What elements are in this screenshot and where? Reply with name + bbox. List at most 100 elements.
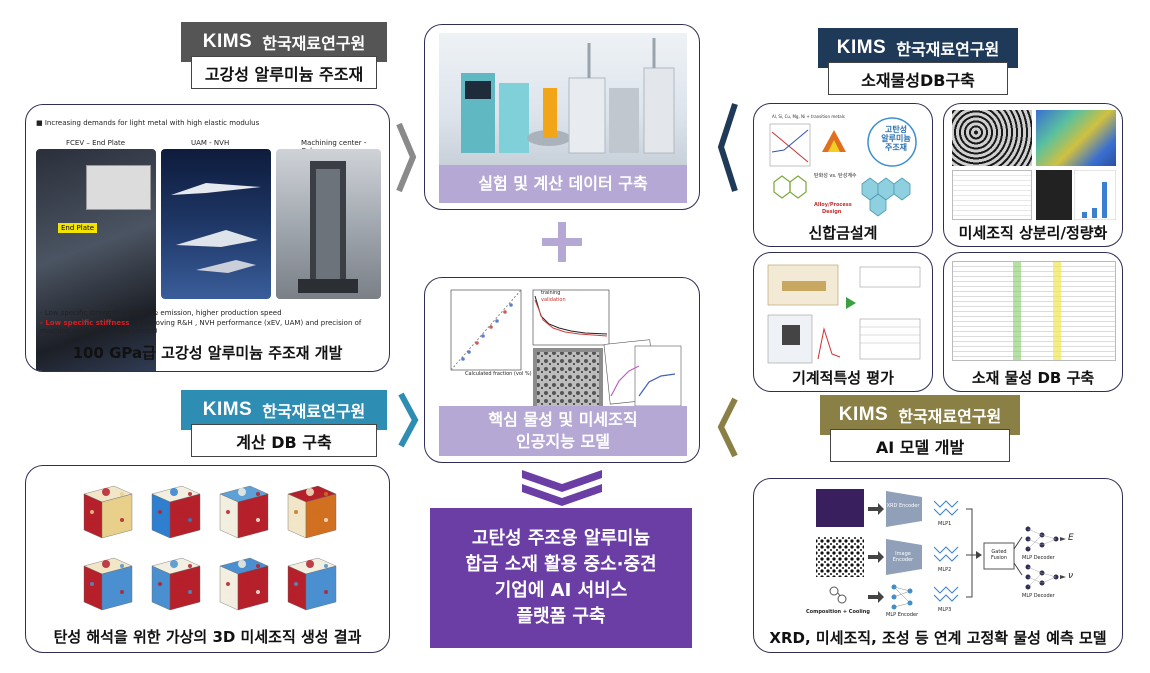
- column-icon: [298, 161, 358, 293]
- mlp1-label: MLP1: [938, 521, 952, 527]
- badge-calc-db: KIMS 한국재료연구원 계산 DB 구축: [181, 390, 387, 457]
- microstructure-cube: [219, 485, 269, 539]
- badge-ai-model: KIMS 한국재료연구원 AI 모델 개발: [820, 395, 1020, 462]
- cube-grid: [76, 480, 346, 620]
- mechanical-test-graphic: [767, 264, 921, 364]
- badge-header: KIMS 한국재료연구원: [820, 395, 1020, 435]
- alloy-design-graphic: [769, 117, 917, 217]
- legend-training: training: [541, 290, 561, 296]
- cell-caption: 기계적특성 평가: [792, 369, 894, 387]
- composition-label: Composition + Cooling: [806, 609, 870, 615]
- badge-header: KIMS 한국재료연구원: [181, 22, 387, 62]
- micrograph-color: [1036, 110, 1116, 166]
- transition-text: Al, Si, Cu, Mg, Ni + transition metals: [772, 114, 845, 119]
- kims-logo: KIMS: [838, 404, 889, 425]
- cell-caption: 신합금설계: [808, 224, 878, 242]
- lab-render-image: [439, 33, 687, 166]
- panel-experiment-lab: 실험 및 계산 데이터 구축: [424, 24, 700, 210]
- panel-alloy-application: ■ Increasing demands for light metal wit…: [25, 104, 390, 372]
- badge-material-db: KIMS 한국재료연구원 소재물성DB구축: [818, 28, 1018, 95]
- kims-logo: KIMS: [202, 31, 253, 52]
- badge-subtitle: AI 모델 개발: [830, 429, 1010, 462]
- org-name: 한국재료연구원: [262, 402, 366, 421]
- badge-header: KIMS 한국재료연구원: [818, 28, 1018, 68]
- legend-validation: validation: [541, 297, 566, 303]
- label-fcev: FCEV – End Plate: [66, 139, 126, 147]
- microstructure-cube: [287, 557, 337, 611]
- mlp-encoder-label: MLP Encoder: [886, 612, 919, 618]
- org-name: 한국재료연구원: [896, 40, 1000, 59]
- cell-material-db: 소재 물성 DB 구축: [943, 252, 1123, 392]
- microstructure-cube: [287, 485, 337, 539]
- image-encoder-label: Image Encoder: [892, 551, 914, 563]
- cell-mechanical-eval: 기계적특성 평가: [753, 252, 933, 392]
- microstructure-cube: [83, 557, 133, 611]
- alloy-tag: 고탄성 알루미늄 주조재: [881, 125, 911, 152]
- final-line1: 고탄성 주조용 알루미늄: [471, 527, 651, 549]
- mlp3-label: MLP3: [938, 607, 952, 613]
- results-plots: [450, 289, 682, 410]
- plus-icon: [542, 222, 582, 262]
- org-name: 한국재료연구원: [898, 407, 1002, 426]
- chevron-left-icon: [717, 103, 738, 192]
- xrd-encoder-label: XRD Encoder: [886, 503, 920, 509]
- caption-line1: 핵심 물성 및 미세조직: [488, 410, 638, 430]
- panel-caption: XRD, 미세조직, 조성 등 연계 고정확 물성 예측 모델: [769, 629, 1107, 647]
- panel-3d-microstructure: 탄성 해석을 위한 가상의 3D 미세조직 생성 결과: [25, 465, 390, 653]
- design-label2: Design: [822, 209, 842, 215]
- data-table: [952, 170, 1032, 220]
- decoder2-label: MLP Decoder: [1022, 593, 1055, 599]
- note-stiffness: - Low specific stiffness → improving R&H…: [40, 319, 362, 335]
- microstructure-cube: [83, 485, 133, 539]
- microstructure-cube: [151, 557, 201, 611]
- center-top-caption: 실험 및 계산 데이터 구축: [439, 165, 687, 203]
- final-line2: 합금 소재 활용 중소·중견: [465, 553, 657, 575]
- org-name: 한국재료연구원: [262, 34, 366, 53]
- micrograph-bw: [952, 110, 1032, 166]
- cell-caption: 미세조직 상분리/정량화: [958, 224, 1108, 242]
- cell-new-alloy-design: Al, Si, Cu, Mg, Ni + transition metals 고…: [753, 103, 933, 247]
- relation-text: 탄화성 vs. 탄성계수: [814, 173, 857, 179]
- chevron-left-icon: [717, 397, 738, 458]
- kims-logo: KIMS: [836, 37, 887, 58]
- design-label1: Alloy/Process: [814, 202, 852, 208]
- badge-subtitle: 소재물성DB구축: [828, 62, 1008, 95]
- final-line4: 플랫폼 구축: [516, 606, 606, 628]
- badge-subtitle: 고강성 알루미늄 주조재: [191, 56, 377, 89]
- note-strength: - Low specific strength → less CO₂ emiss…: [40, 309, 282, 317]
- badge-subtitle: 계산 DB 구축: [191, 424, 377, 457]
- panel-caption: 100 GPa급 고강성 알루미늄 주조재 개발: [72, 344, 343, 362]
- bar-chart-icon: [1074, 170, 1116, 220]
- chevron-right-icon: [398, 392, 419, 448]
- panel-caption: 탄성 해석을 위한 가상의 3D 미세조직 생성 결과: [53, 628, 362, 646]
- microstructure-cube: [151, 485, 201, 539]
- badge-header: KIMS 한국재료연구원: [181, 390, 387, 430]
- db-spreadsheet: [952, 261, 1116, 361]
- chevron-right-icon: [396, 122, 417, 193]
- uam-photo: [161, 149, 271, 299]
- lab-equipment-icon: [461, 38, 675, 154]
- uam-aircraft-icon: [171, 183, 261, 273]
- caption-line2: 인공지능 모델: [516, 432, 610, 451]
- badge-high-stiffness-casting: KIMS 한국재료연구원 고강성 알루미늄 주조재: [181, 22, 387, 89]
- panel-ai-model: Calculated fraction (vol %) training val…: [424, 277, 700, 463]
- kims-logo: KIMS: [202, 399, 253, 420]
- output-nu: ν: [1068, 571, 1074, 581]
- chevron-down-icon: [522, 470, 602, 506]
- cell-caption: 소재 물성 DB 구축: [971, 369, 1095, 387]
- model-architecture: [816, 489, 1066, 610]
- plot-xlabel: Calculated fraction (vol %): [465, 371, 532, 377]
- microstructure-cube: [219, 557, 269, 611]
- mlp2-label: MLP2: [938, 567, 952, 573]
- cell-microstructure-quantify: 미세조직 상분리/정량화: [943, 103, 1123, 247]
- thumb-dark: [1036, 170, 1072, 220]
- final-platform-box: 고탄성 주조용 알루미늄 합금 소재 활용 중소·중견 기업에 AI 서비스 플…: [430, 508, 692, 648]
- final-line3: 기업에 AI 서비스: [494, 580, 628, 601]
- label-uam: UAM - NVH: [191, 139, 230, 147]
- output-e: E: [1068, 533, 1074, 543]
- gated-fusion-label: Gated Fusion: [991, 549, 1007, 561]
- panel-property-prediction: XRD Encoder Image Encoder MLP Encoder ML…: [753, 478, 1123, 653]
- end-plate-tag: End Plate: [58, 223, 98, 233]
- end-plate-diagram: [86, 165, 151, 210]
